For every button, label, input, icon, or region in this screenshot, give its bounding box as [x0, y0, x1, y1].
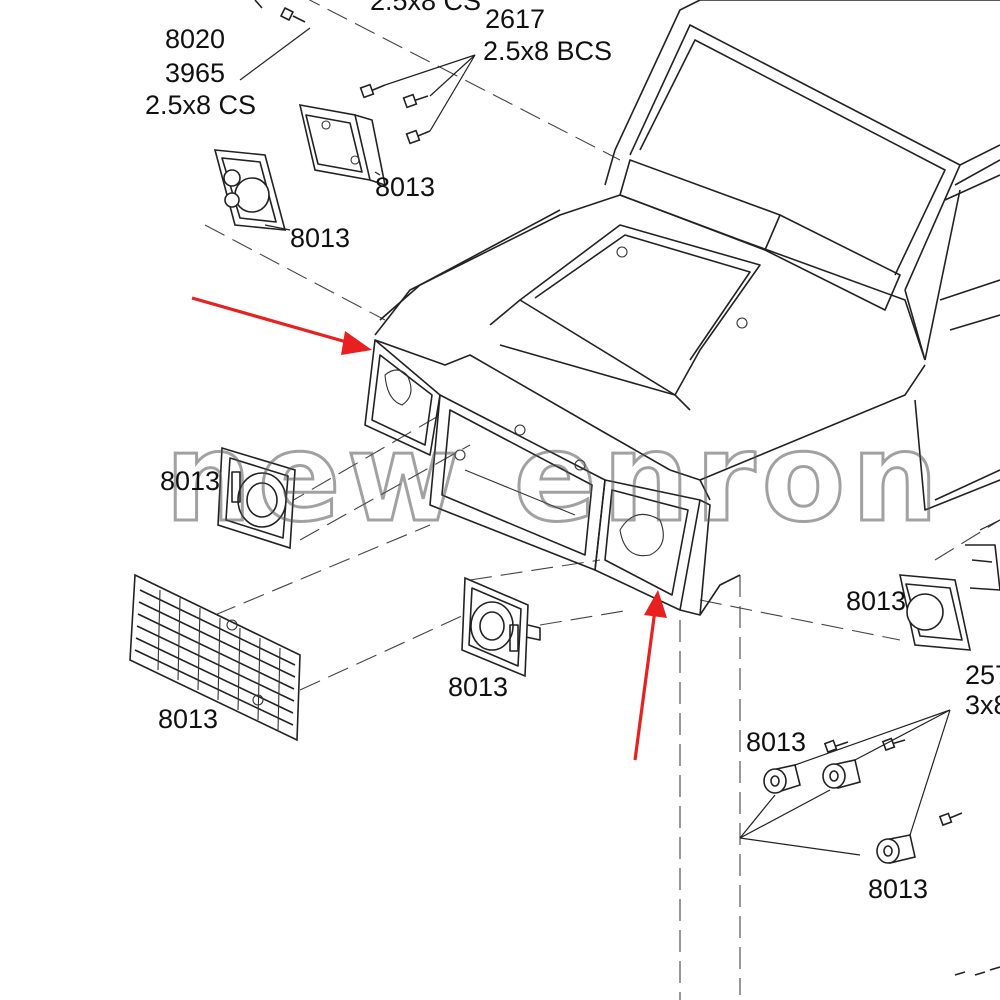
grille [129, 573, 301, 742]
screw-icon [938, 812, 963, 827]
label-bushing-upper: 8013 [746, 727, 806, 757]
pointer-arrow-left [191, 296, 372, 355]
bushing-set [739, 709, 1000, 976]
screw-icon [359, 83, 386, 99]
watermark-text: new enron [165, 407, 944, 549]
label-cs-2-5x8: 2.5x8 CS [145, 90, 256, 120]
label-right-cut-top: 257 [965, 660, 1000, 690]
screw-icon [881, 737, 906, 752]
side-lamp-right [898, 519, 1000, 651]
label-side-lamp-right: 8013 [846, 586, 906, 616]
bushing-icon [822, 759, 861, 789]
bushing-icon [763, 764, 801, 794]
headlight-left [217, 446, 296, 550]
vehicle-body [364, 0, 1000, 616]
label-grille: 8013 [158, 704, 218, 734]
guide-lines [204, 0, 1000, 1000]
label-lamp-upper-left: 8013 [290, 223, 350, 253]
screw-icon [405, 129, 431, 145]
label-part-3965: 3965 [165, 58, 225, 88]
label-bushing-lower: 8013 [868, 874, 928, 904]
label-right-cut-bottom: 3x8 [965, 690, 1000, 720]
screw-icon [402, 93, 429, 109]
part-labels: 2.5x8 CS 8020 3965 2.5x8 CS 2617 2.5x8 B… [145, 0, 1000, 904]
label-headlight-left: 8013 [160, 466, 220, 496]
headlight-center [461, 576, 541, 678]
pointer-arrow-right [633, 590, 667, 761]
label-bcs-2-5x8: 2.5x8 BCS [483, 36, 612, 66]
label-top-cut: 2.5x8 CS [370, 0, 481, 16]
lamp-assembly-upper [213, 0, 476, 231]
label-lamp-upper-right: 8013 [375, 172, 435, 202]
label-part-8020: 8020 [165, 24, 225, 54]
label-part-2617: 2617 [485, 4, 545, 34]
screw-icon [823, 739, 849, 754]
bushing-icon [876, 834, 916, 864]
label-headlight-center: 8013 [448, 672, 508, 702]
